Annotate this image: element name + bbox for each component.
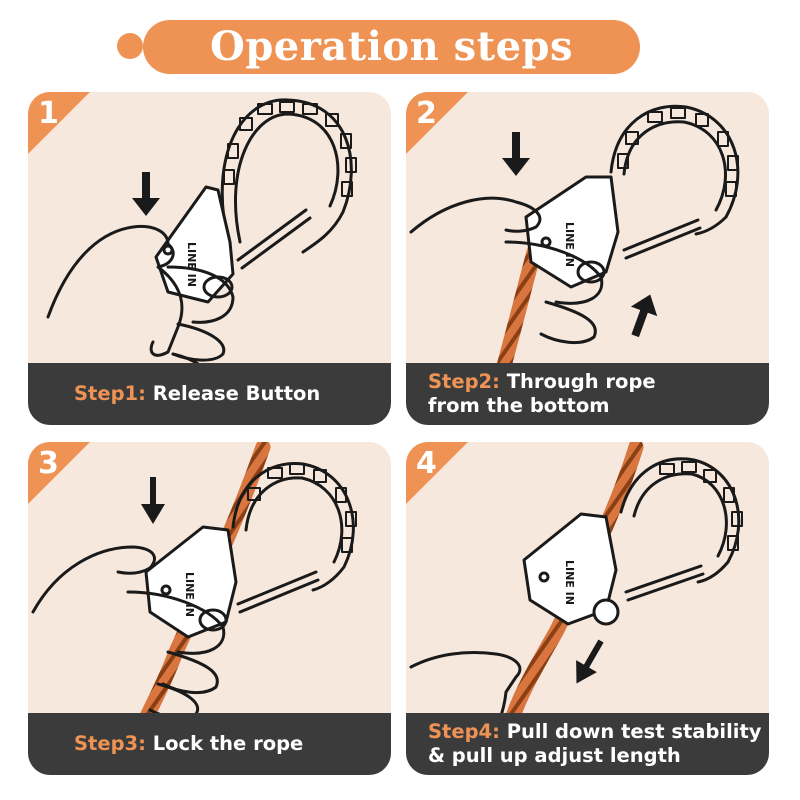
step-number-corner bbox=[406, 442, 468, 504]
step-label: Step1: bbox=[74, 382, 146, 405]
step-text: Lock the rope bbox=[152, 732, 304, 755]
banner-dot bbox=[117, 33, 143, 59]
page-title: Operation steps bbox=[209, 23, 574, 70]
step-number-corner bbox=[28, 442, 90, 504]
step-panel-2: LINE IN 2 Step2: Through rope from the b… bbox=[406, 92, 769, 425]
arrow-down-left-icon bbox=[576, 639, 604, 684]
hook-illustration bbox=[609, 104, 740, 236]
hook-illustration bbox=[231, 462, 355, 592]
step-number: 2 bbox=[416, 96, 437, 131]
hand-illustration bbox=[409, 196, 542, 234]
step-text: Through rope bbox=[506, 370, 656, 393]
step-panel-4: LINE IN 4 Step4: Pull down test stabilit… bbox=[406, 442, 769, 775]
arrow-up-icon bbox=[630, 294, 658, 338]
step-4-illustration: LINE IN bbox=[409, 442, 743, 744]
step-text: Pull down test stability bbox=[506, 720, 762, 743]
step-number: 1 bbox=[38, 96, 59, 131]
hook-illustration bbox=[220, 98, 353, 254]
step-caption: Step4: Pull down test stability & pull u… bbox=[406, 713, 769, 775]
device-label: LINE IN bbox=[563, 560, 576, 605]
step-text-line2: & pull up adjust length bbox=[428, 744, 681, 767]
arrow-down-icon bbox=[141, 477, 165, 524]
step-number-corner bbox=[406, 92, 468, 154]
step-label: Step3: bbox=[74, 732, 146, 755]
device-label: LINE IN bbox=[185, 242, 198, 287]
arrow-down-icon bbox=[502, 132, 530, 176]
step-caption: Step3: Lock the rope bbox=[28, 713, 391, 775]
step-number-corner bbox=[28, 92, 90, 154]
step-2-illustration: LINE IN bbox=[409, 104, 740, 385]
step-label: Step4: bbox=[428, 720, 500, 743]
hand-illustration bbox=[46, 224, 184, 357]
hand-illustration bbox=[31, 545, 156, 614]
step-number: 3 bbox=[38, 446, 59, 481]
step-3-illustration: LINE IN bbox=[31, 442, 357, 740]
step-text-line2: from the bottom bbox=[428, 394, 610, 417]
step-caption: Step2: Through rope from the bottom bbox=[406, 363, 769, 425]
step-text: Release Button bbox=[152, 382, 321, 405]
step-number: 4 bbox=[416, 446, 437, 481]
device-label: LINE IN bbox=[563, 222, 576, 267]
step-panel-1: LINE IN 1 Step1: Release Button bbox=[28, 92, 391, 425]
step-caption: Step1: Release Button bbox=[28, 363, 391, 425]
step-panel-3: LINE IN 3 Step3: Lock the rope bbox=[28, 442, 391, 775]
hook-illustration bbox=[619, 457, 741, 584]
step-1-illustration: LINE IN bbox=[46, 98, 357, 388]
rope-illustration bbox=[503, 442, 644, 730]
title-banner bbox=[143, 20, 640, 74]
arrow-down-icon bbox=[132, 172, 160, 216]
device-label: LINE IN bbox=[183, 572, 196, 617]
rope-illustration bbox=[493, 244, 542, 385]
step-label: Step2: bbox=[428, 370, 500, 393]
